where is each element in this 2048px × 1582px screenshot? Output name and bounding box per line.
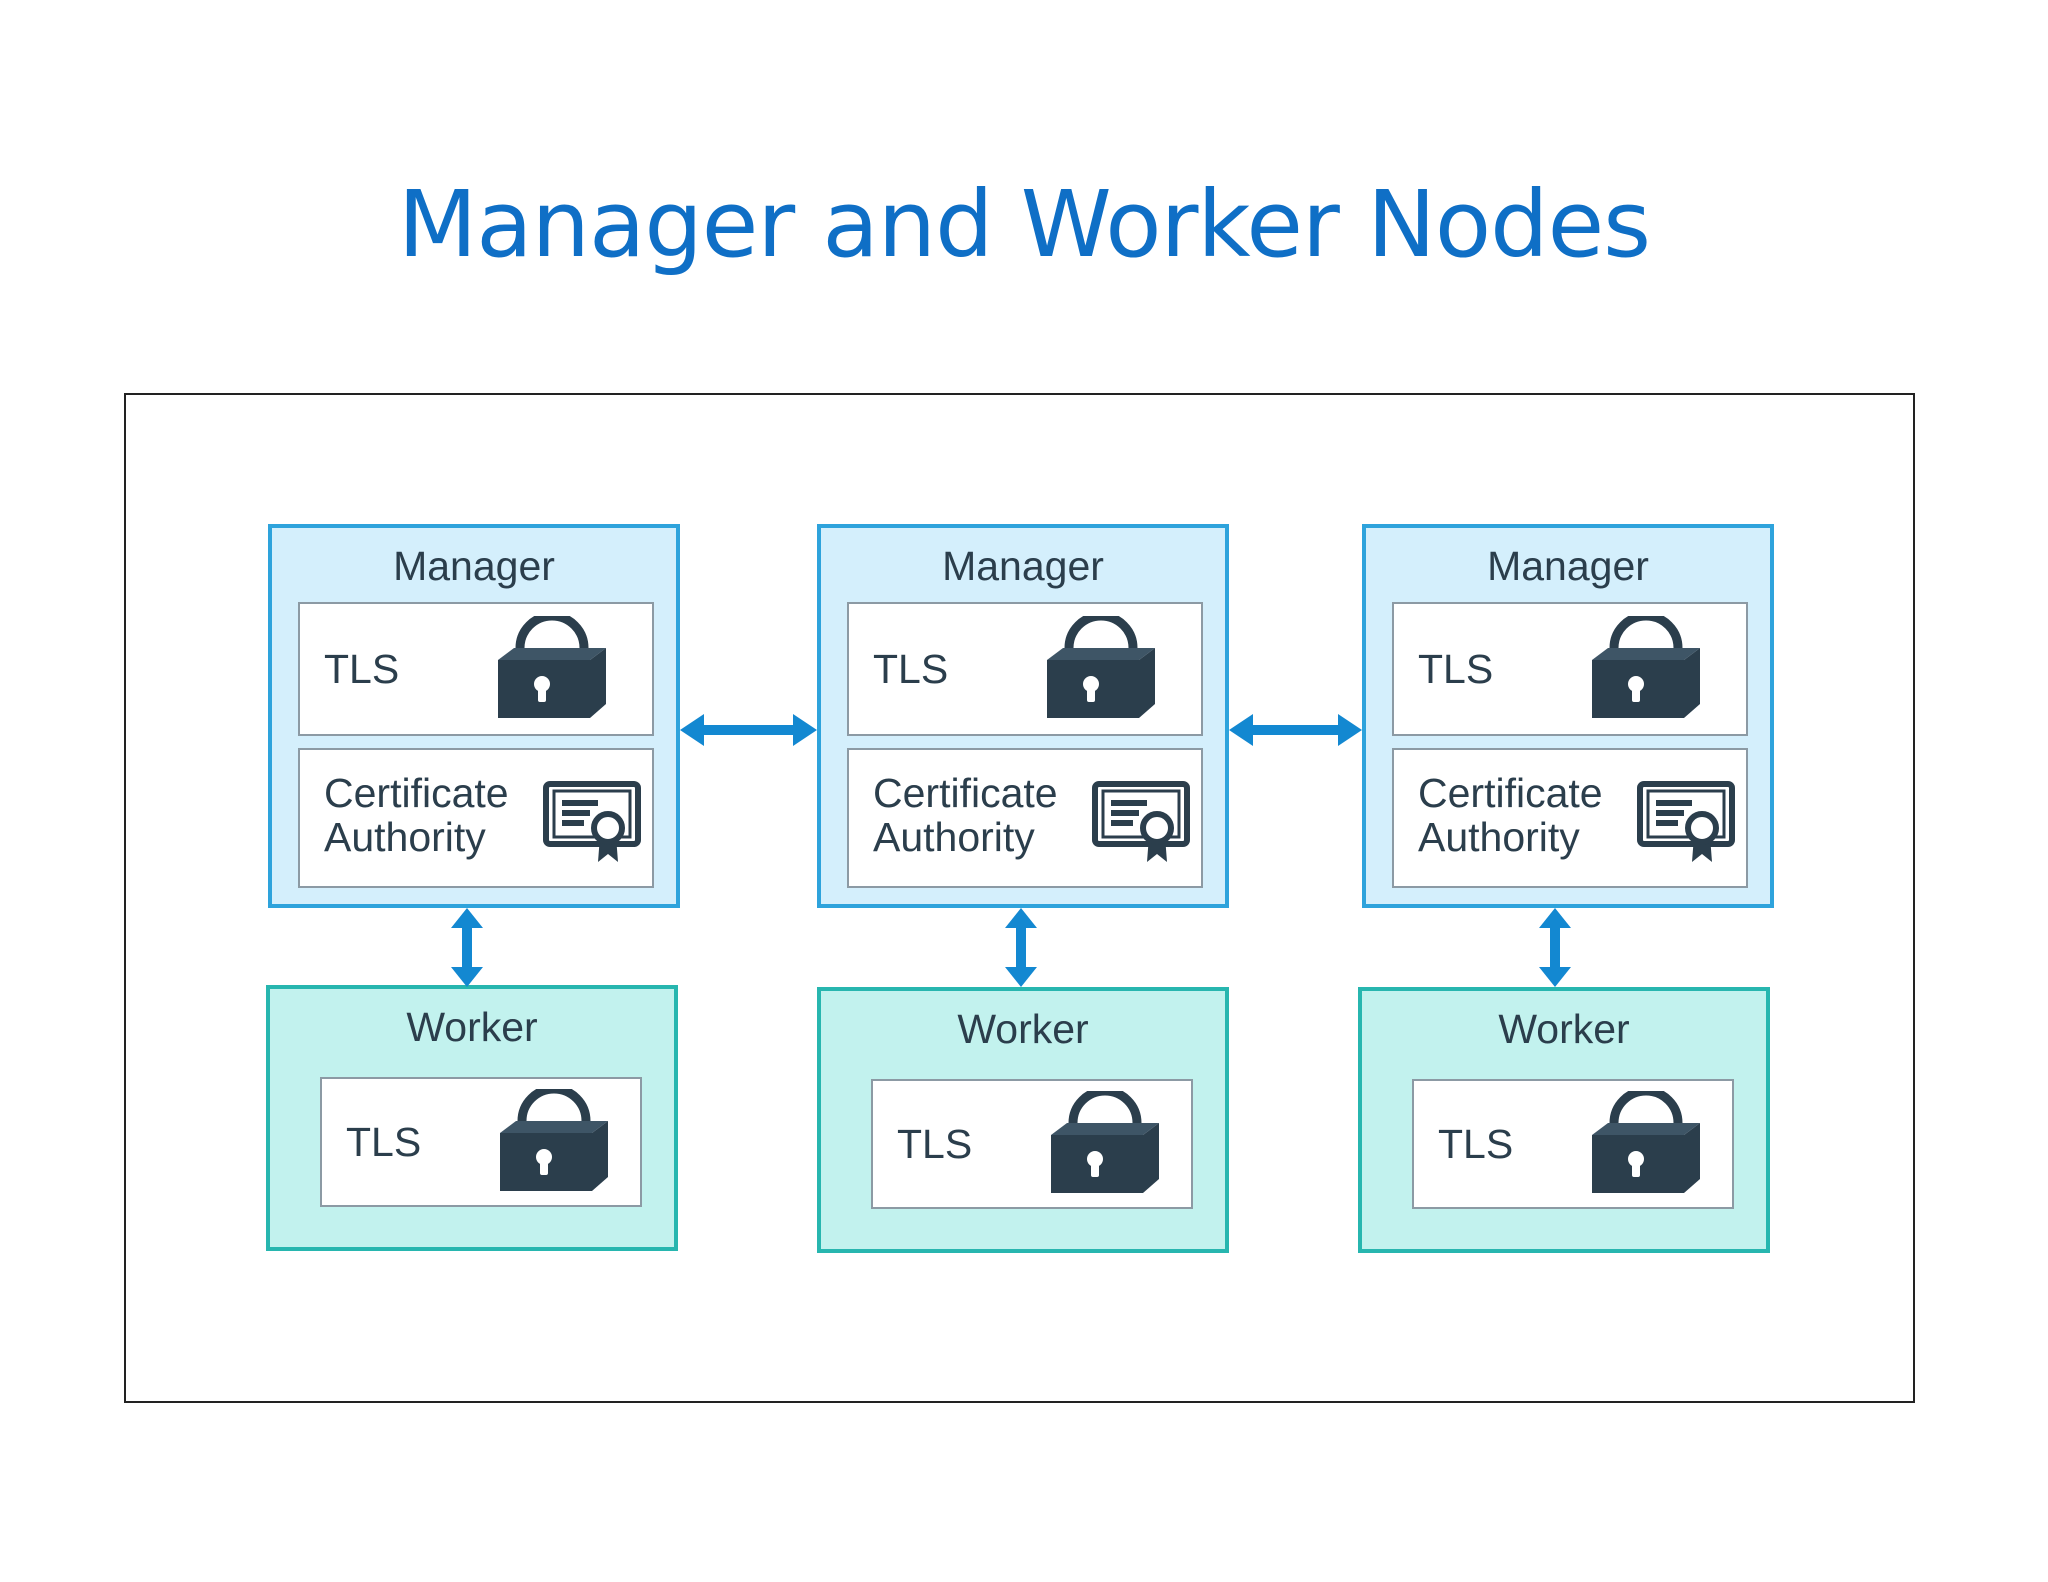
certificate-icon — [1091, 780, 1191, 864]
tls-box: TLS — [298, 602, 654, 736]
double-arrow-icon — [680, 714, 817, 746]
worker-label: Worker — [957, 1006, 1089, 1052]
tls-label: TLS — [324, 646, 400, 692]
tls-label: TLS — [1418, 646, 1494, 692]
certificate-authority-box: Certificate Authority — [1392, 748, 1748, 888]
padlock-icon — [1045, 616, 1157, 720]
tls-box: TLS — [1412, 1079, 1734, 1209]
ca-label-line1: Certificate — [324, 770, 509, 816]
double-arrow-icon — [1229, 714, 1362, 746]
ca-label-line2: Authority — [873, 814, 1035, 860]
tls-box: TLS — [871, 1079, 1193, 1209]
ca-label-line1: Certificate — [1418, 770, 1603, 816]
worker-node-1: Worker TLS — [266, 985, 678, 1251]
tls-label: TLS — [897, 1121, 973, 1167]
tls-label: TLS — [346, 1119, 422, 1165]
padlock-icon — [496, 616, 608, 720]
worker-label: Worker — [1498, 1006, 1630, 1052]
slide-title: Manager and Worker Nodes — [397, 171, 1651, 278]
worker-node-3: Worker TLS — [1358, 987, 1770, 1253]
manager-node-1: Manager TLS Certificate Authority — [268, 524, 680, 908]
tls-box: TLS — [1392, 602, 1748, 736]
tls-label: TLS — [1438, 1121, 1514, 1167]
worker-label: Worker — [406, 1004, 538, 1050]
padlock-icon — [1590, 1091, 1702, 1195]
tls-label: TLS — [873, 646, 949, 692]
worker-node-2: Worker TLS — [817, 987, 1229, 1253]
certificate-authority-box: Certificate Authority — [298, 748, 654, 888]
manager-node-2: Manager TLS Certificate Authority — [817, 524, 1229, 908]
manager-label: Manager — [942, 543, 1104, 589]
certificate-icon — [1636, 780, 1736, 864]
padlock-icon — [1590, 616, 1702, 720]
manager-label: Manager — [1487, 543, 1649, 589]
certificate-icon — [542, 780, 642, 864]
padlock-icon — [1049, 1091, 1161, 1195]
ca-label-line2: Authority — [324, 814, 486, 860]
manager-label: Manager — [393, 543, 555, 589]
double-arrow-icon — [451, 908, 483, 987]
double-arrow-icon — [1005, 908, 1037, 987]
manager-node-3: Manager TLS Certificate Authority — [1362, 524, 1774, 908]
padlock-icon — [498, 1089, 610, 1193]
certificate-authority-box: Certificate Authority — [847, 748, 1203, 888]
tls-box: TLS — [320, 1077, 642, 1207]
double-arrow-icon — [1539, 908, 1571, 987]
ca-label-line2: Authority — [1418, 814, 1580, 860]
ca-label-line1: Certificate — [873, 770, 1058, 816]
tls-box: TLS — [847, 602, 1203, 736]
